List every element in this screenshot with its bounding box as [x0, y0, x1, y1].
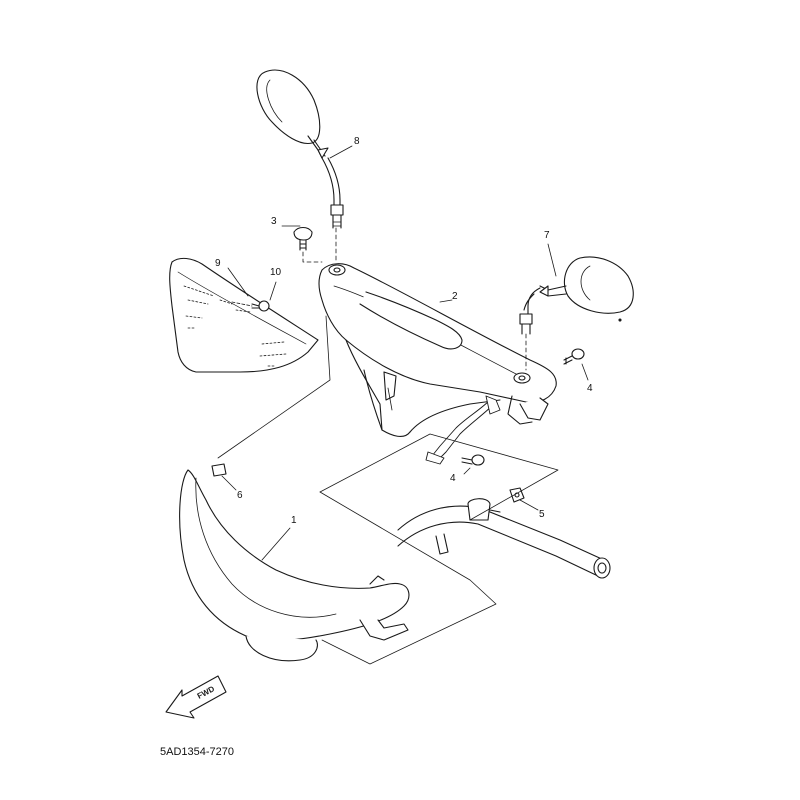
handlebar-cover-part [318, 263, 557, 438]
callout-6: 6 [237, 490, 243, 501]
callout-10: 10 [270, 267, 282, 278]
screw-4-right-part [563, 348, 585, 365]
callout-7: 7 [544, 230, 550, 241]
wiring [425, 395, 501, 465]
right-mirror-part [519, 256, 634, 335]
callout-1: 1 [291, 515, 297, 526]
fwd-arrow-icon [165, 675, 227, 719]
handlebar-part [397, 498, 611, 579]
callout-8: 8 [354, 136, 360, 147]
headlight-cover-part [179, 469, 410, 662]
callout-9: 9 [215, 258, 221, 269]
leader-lines [217, 145, 589, 665]
meter-cover-part [169, 257, 319, 373]
callout-4-lower: 4 [450, 473, 456, 484]
callout-5: 5 [539, 509, 545, 520]
screw-3-part [293, 226, 313, 251]
callout-3: 3 [271, 216, 277, 227]
left-mirror-part [256, 69, 344, 229]
callout-4-right: 4 [587, 383, 593, 394]
screw-10-part [231, 300, 270, 312]
screw-4-lower-part [461, 454, 485, 466]
callout-2: 2 [452, 291, 458, 302]
nut-6-part [211, 463, 227, 477]
part-code: 5AD1354-7270 [160, 746, 235, 758]
